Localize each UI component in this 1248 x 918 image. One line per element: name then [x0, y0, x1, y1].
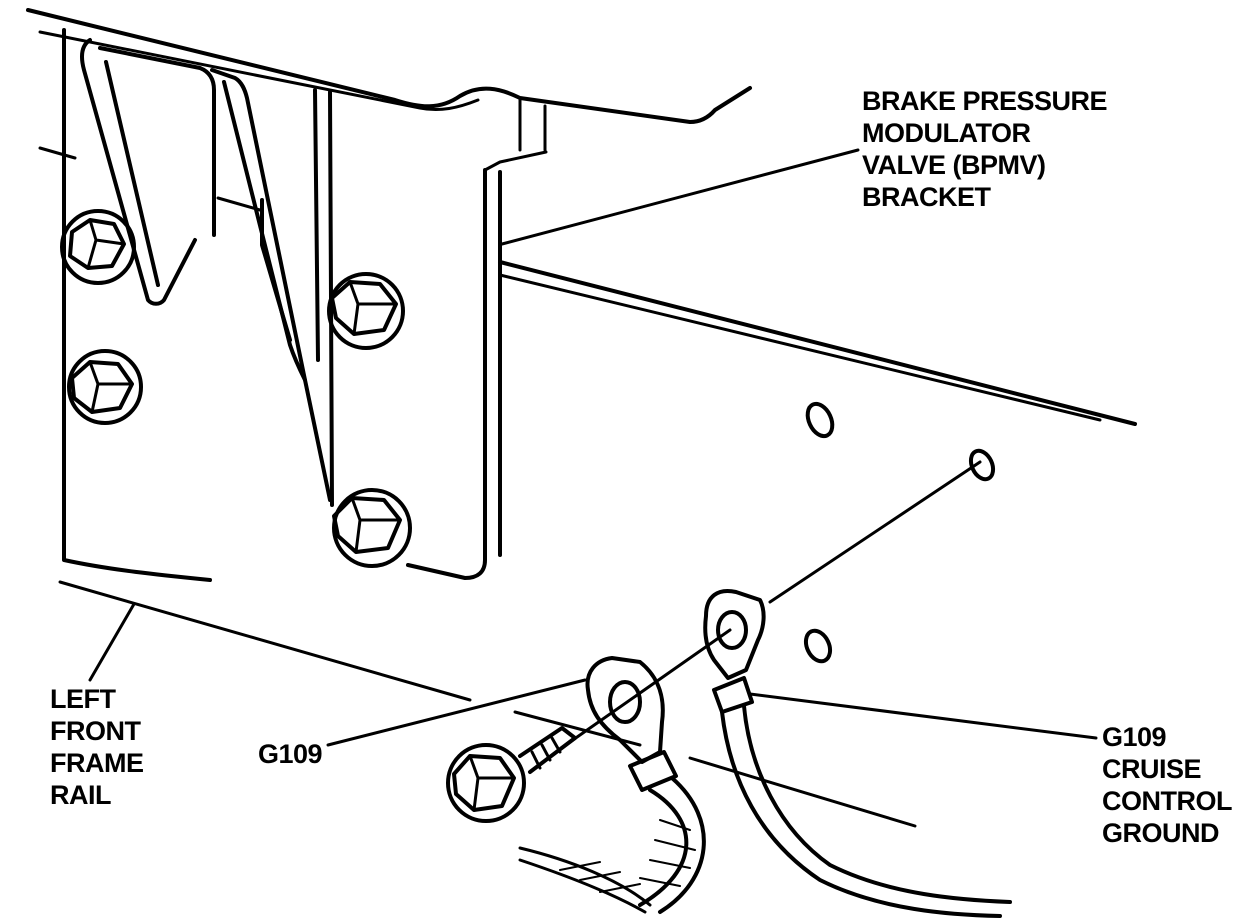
frame-rail-hole	[803, 628, 833, 664]
bracket-bolt	[67, 349, 143, 425]
assembly-axis-line	[568, 460, 982, 744]
braided-ground-strap	[518, 776, 706, 914]
g109-label: G109	[258, 739, 323, 769]
left-front-frame-rail-label: LEFT FRONT FRAME RAIL	[50, 684, 151, 810]
frame-rail-hole	[968, 448, 996, 482]
leader-line-g109	[326, 678, 587, 747]
bracket-bolt	[327, 272, 405, 350]
g109-ring-terminal	[585, 656, 678, 792]
frame-rail-hole	[805, 401, 835, 439]
leader-line-left-front-frame-rail	[88, 602, 136, 682]
g109-cruise-control-ground-label: G109 CRUISE CONTROL GROUND	[1102, 722, 1239, 848]
bracket-bolt	[60, 209, 136, 285]
bracket-bolt	[332, 488, 412, 568]
bpmv-bracket-label: BRAKE PRESSURE MODULATOR VALVE (BPMV) BR…	[862, 86, 1114, 212]
leader-line-g109-cruise-control-ground	[748, 692, 1098, 740]
cruise-control-ground-wire	[720, 704, 1012, 918]
ground-screw	[446, 726, 577, 823]
g109-cruise-control-ring-terminal	[703, 589, 766, 714]
leader-line-bpmv-bracket	[500, 148, 860, 246]
